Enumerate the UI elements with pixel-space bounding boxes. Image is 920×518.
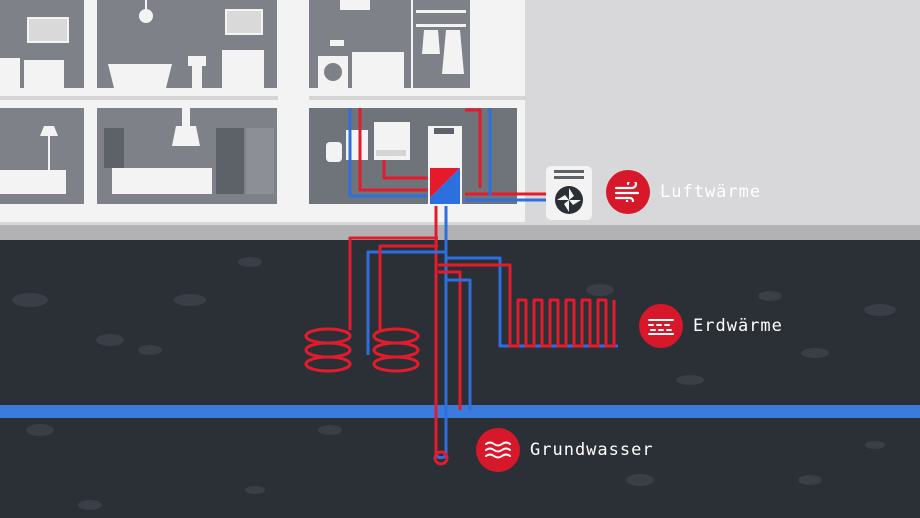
room-wardrobe (413, 0, 470, 88)
label-groundwater-text: Grundwasser (530, 440, 654, 460)
ground-layers-icon (639, 304, 683, 348)
outdoor-air-unit (546, 166, 592, 220)
horizon-strip (0, 225, 920, 241)
label-ground-heat: Erdwärme (639, 304, 783, 348)
soil-texture (12, 257, 896, 510)
label-air-heat-text: Luftwärme (660, 182, 762, 202)
water-table (0, 405, 920, 418)
label-ground-heat-text: Erdwärme (693, 316, 783, 336)
label-groundwater: Grundwasser (476, 428, 654, 472)
heat-pump-unit (428, 126, 462, 206)
wind-icon (606, 170, 650, 214)
piping (304, 108, 618, 460)
water-waves-icon (476, 428, 520, 472)
house-annex (470, 0, 525, 88)
label-air-heat: Luftwärme (606, 170, 761, 214)
room-utility (309, 108, 517, 204)
well-bottom (433, 450, 449, 466)
